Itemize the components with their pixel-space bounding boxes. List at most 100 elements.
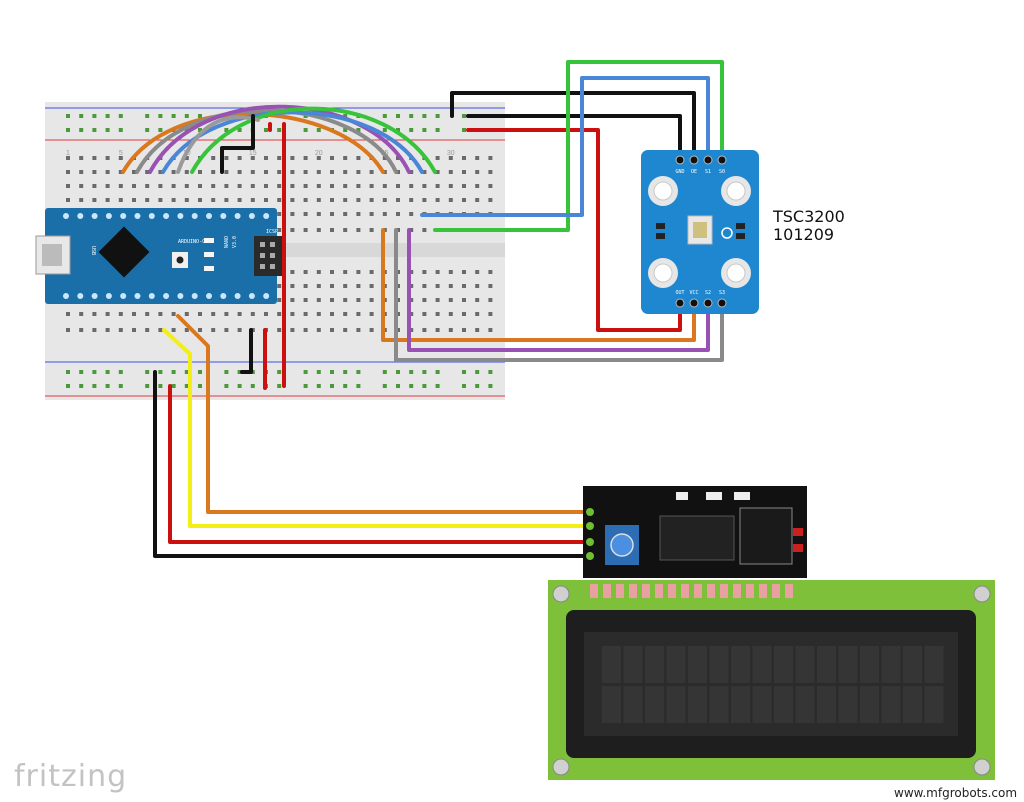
- lcd-cell: [774, 686, 793, 723]
- breadboard-hole: [277, 312, 282, 316]
- rail-hole: [475, 384, 480, 388]
- arduino-version-label: V3.0: [232, 236, 238, 248]
- breadboard-hole: [382, 156, 387, 160]
- breadboard-hole: [224, 170, 229, 174]
- breadboard-hole: [224, 156, 229, 160]
- breadboard-hole: [145, 184, 150, 188]
- header-pin: [590, 584, 598, 598]
- sensor-label-line1: TSC3200: [772, 207, 845, 226]
- rail-hole: [462, 384, 466, 388]
- arduino-pin: [91, 213, 98, 219]
- breadboard-hole: [316, 312, 321, 316]
- breadboard-hole: [224, 312, 229, 316]
- column-label: 30: [447, 150, 455, 157]
- rail-hole: [105, 114, 110, 118]
- breadboard-hole: [330, 270, 334, 274]
- breadboard-hole: [184, 184, 189, 188]
- breadboard-hole: [422, 184, 427, 188]
- sensor-pin-hole: [703, 298, 713, 308]
- breadboard-hole: [488, 184, 493, 188]
- breadboard-hole: [316, 198, 321, 202]
- screw-hole: [552, 758, 570, 776]
- breadboard-hole: [356, 228, 361, 232]
- smd-component: [204, 266, 214, 271]
- breadboard-hole: [382, 198, 387, 202]
- rail-hole: [105, 384, 110, 388]
- breadboard-hole: [66, 198, 70, 202]
- lcd-cell: [731, 686, 750, 723]
- rail-hole: [92, 128, 97, 132]
- rail-hole: [198, 114, 202, 118]
- rail-hole: [488, 384, 493, 388]
- breadboard-hole: [369, 184, 374, 188]
- breadboard-hole: [303, 270, 308, 274]
- lcd-cell: [903, 646, 922, 683]
- rail-hole: [316, 128, 321, 132]
- breadboard-hole: [343, 184, 348, 188]
- breadboard-hole: [316, 228, 321, 232]
- usb-port: [42, 244, 62, 266]
- breadboard-hole: [158, 170, 163, 174]
- breadboard-hole: [488, 170, 493, 174]
- rail-hole: [145, 114, 150, 118]
- breadboard-hole: [369, 170, 374, 174]
- breadboard-hole: [92, 170, 97, 174]
- arduino-pin: [206, 293, 212, 299]
- breadboard-hole: [475, 270, 480, 274]
- rail-hole: [316, 384, 321, 388]
- rail-hole: [66, 370, 70, 374]
- sensor-pin-label: GND: [675, 169, 684, 175]
- breadboard-hole: [448, 156, 453, 160]
- breadboard-hole: [224, 328, 229, 332]
- sensor-pin-hole: [717, 155, 727, 165]
- breadboard-hole: [184, 170, 189, 174]
- lcd-cell: [924, 686, 944, 723]
- lcd-character-cells: [602, 646, 944, 723]
- rail-hole: [171, 384, 176, 388]
- smd-component: [204, 252, 214, 257]
- breadboard-hole: [66, 312, 70, 316]
- wire-black-lcd-gnd: [153, 370, 592, 558]
- breadboard-hole: [462, 184, 466, 188]
- breadboard-hole: [316, 298, 321, 302]
- header-pin: [707, 584, 715, 598]
- breadboard-hole: [435, 312, 440, 316]
- breadboard-hole: [448, 328, 453, 332]
- lcd-cell: [774, 646, 793, 683]
- wire-purple-arc: [148, 104, 411, 174]
- breadboard-hole: [158, 312, 163, 316]
- screw-hole: [973, 585, 991, 603]
- breadboard-hole: [118, 170, 123, 174]
- sensor-pin-label: OE: [691, 169, 697, 175]
- rail-hole: [316, 370, 321, 374]
- breadboard-hole: [356, 284, 361, 288]
- rail-hole: [356, 370, 361, 374]
- lcd-cell: [881, 686, 901, 723]
- arduino-pin: [120, 293, 127, 299]
- sensor-leds: [648, 176, 751, 288]
- backlight-jumper: [793, 544, 803, 552]
- arduino-pin: [134, 293, 141, 299]
- wire-grey-arc: [135, 108, 398, 174]
- breadboard-hole: [105, 328, 110, 332]
- usb-label: USB: [90, 246, 96, 255]
- breadboard-hole: [475, 284, 480, 288]
- backlight-jumper: [793, 528, 803, 536]
- wire-orange-scl: [176, 314, 592, 514]
- rail-hole: [396, 114, 400, 118]
- arduino-pin: [191, 293, 198, 299]
- rail-hole: [66, 384, 70, 388]
- breadboard-hole: [237, 170, 242, 174]
- breadboard-hole: [211, 328, 216, 332]
- breadboard-hole: [488, 270, 493, 274]
- lcd-cell: [666, 646, 686, 683]
- rail-hole: [237, 370, 242, 374]
- rail-hole: [277, 370, 282, 374]
- backpack-jumper-area: [739, 507, 793, 565]
- header-pin: [655, 584, 663, 598]
- lcd-cell: [924, 646, 944, 683]
- lcd-cell: [838, 686, 858, 723]
- sensor-pin-label: VCC: [689, 290, 698, 296]
- breadboard-hole: [435, 298, 440, 302]
- breadboard-hole: [303, 212, 308, 216]
